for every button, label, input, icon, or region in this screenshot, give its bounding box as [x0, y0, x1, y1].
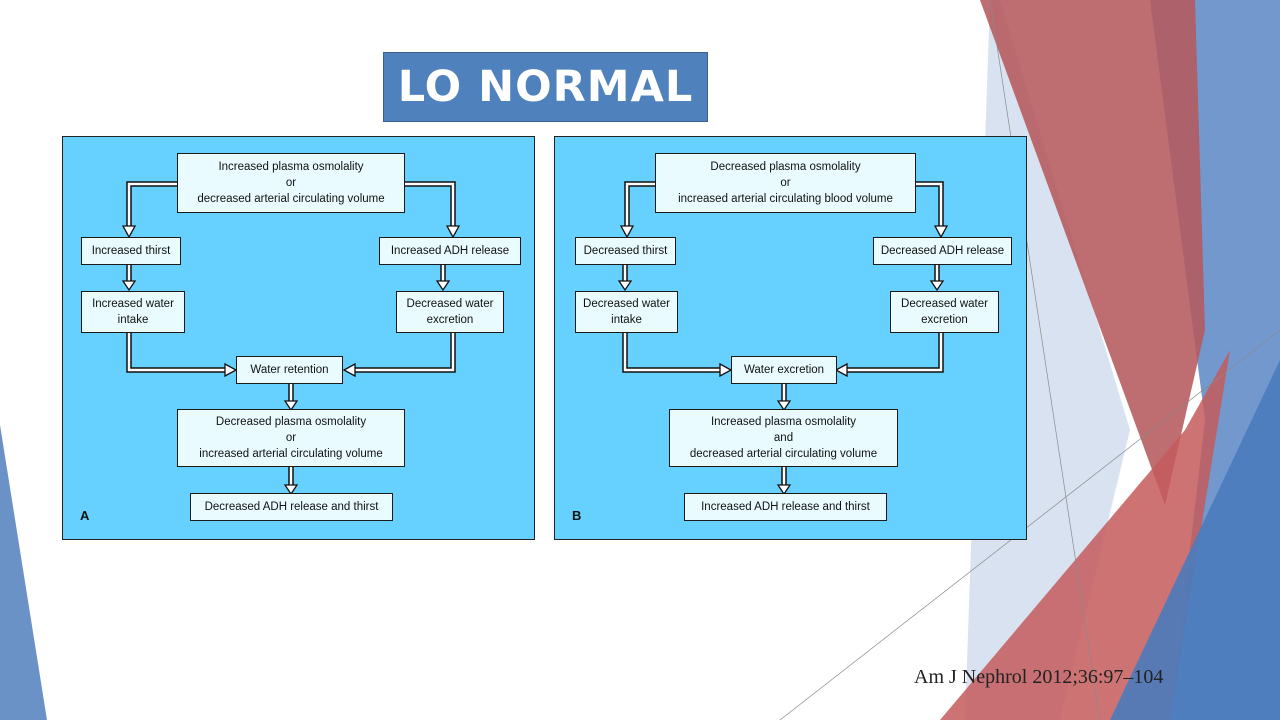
- box-center-label: Water excretion: [743, 364, 825, 376]
- box-result-line2: and: [773, 432, 794, 444]
- box-top-trigger: Decreased plasma osmolality or increased…: [655, 153, 916, 213]
- box-right-2-line2: excretion: [921, 314, 968, 326]
- box-left-2-line2: intake: [611, 314, 642, 326]
- box-top-line3: decreased arterial circulating volume: [197, 193, 385, 205]
- left-blue-strip: [0, 425, 47, 720]
- box-top-line2: or: [285, 177, 297, 189]
- thin-line-2: [779, 329, 1280, 720]
- box-final: Increased ADH release and thirst: [684, 493, 887, 521]
- panel-letter-b: B: [572, 508, 582, 523]
- box-left-1-label: Decreased thirst: [583, 245, 668, 257]
- box-left-2-line1: Decreased water: [583, 298, 670, 310]
- slide-title: LO NORMAL: [397, 62, 694, 112]
- box-result-line1: Increased plasma osmolality: [710, 416, 857, 428]
- box-top-trigger: Increased plasma osmolality or decreased…: [177, 153, 405, 213]
- box-result: Decreased plasma osmolality or increased…: [177, 409, 405, 467]
- box-right-1-label: Increased ADH release: [390, 245, 510, 257]
- box-left-1: Increased thirst: [81, 237, 181, 265]
- box-left-1-label: Increased thirst: [91, 245, 171, 257]
- box-top-line1: Decreased plasma osmolality: [710, 161, 861, 173]
- box-center-label: Water retention: [250, 364, 329, 376]
- panel-letter-a: A: [80, 508, 90, 523]
- box-right-1: Decreased ADH release: [873, 237, 1012, 265]
- flowchart-panel-a: Increased plasma osmolality or decreased…: [62, 136, 535, 540]
- flowchart-panel-b: Decreased plasma osmolality or increased…: [554, 136, 1027, 540]
- box-result-line3: increased arterial circulating volume: [199, 448, 383, 460]
- box-left-2-line1: Increased water: [92, 298, 174, 310]
- thin-line-1: [989, 0, 1101, 720]
- slide-title-box: LO NORMAL: [383, 52, 708, 122]
- box-center: Water excretion: [731, 356, 837, 384]
- box-result-line1: Decreased plasma osmolality: [215, 416, 367, 428]
- blue-lower-overlay: [1110, 360, 1280, 720]
- box-result-line2: or: [285, 432, 297, 444]
- box-right-1: Increased ADH release: [379, 237, 521, 265]
- box-result: Increased plasma osmolality and decrease…: [669, 409, 898, 467]
- box-top-line2: or: [780, 177, 791, 189]
- box-final: Decreased ADH release and thirst: [190, 493, 393, 521]
- box-result-line3: decreased arterial circulating volume: [689, 448, 878, 460]
- box-left-1: Decreased thirst: [575, 237, 676, 265]
- box-final-label: Decreased ADH release and thirst: [204, 501, 379, 513]
- box-top-line1: Increased plasma osmolality: [218, 161, 364, 173]
- box-right-2: Decreased water excretion: [890, 291, 999, 333]
- box-left-2: Decreased water intake: [575, 291, 678, 333]
- box-center: Water retention: [236, 356, 343, 384]
- box-left-2: Increased water intake: [81, 291, 185, 333]
- box-top-line3: increased arterial circulating blood vol…: [678, 193, 893, 205]
- box-right-1-label: Decreased ADH release: [880, 245, 1005, 257]
- citation: Am J Nephrol 2012;36:97–104: [914, 666, 1164, 688]
- red-diagonal: [980, 0, 1205, 505]
- box-right-2: Decreased water excretion: [396, 291, 504, 333]
- box-final-label: Increased ADH release and thirst: [701, 501, 870, 513]
- box-left-2-line2: intake: [117, 314, 149, 326]
- box-right-2-line1: Decreased water: [406, 298, 494, 310]
- box-right-2-line1: Decreased water: [901, 298, 988, 310]
- panel-a-arrows: [121, 181, 461, 496]
- panel-b-arrows: [617, 181, 949, 496]
- box-right-2-line2: excretion: [426, 314, 474, 326]
